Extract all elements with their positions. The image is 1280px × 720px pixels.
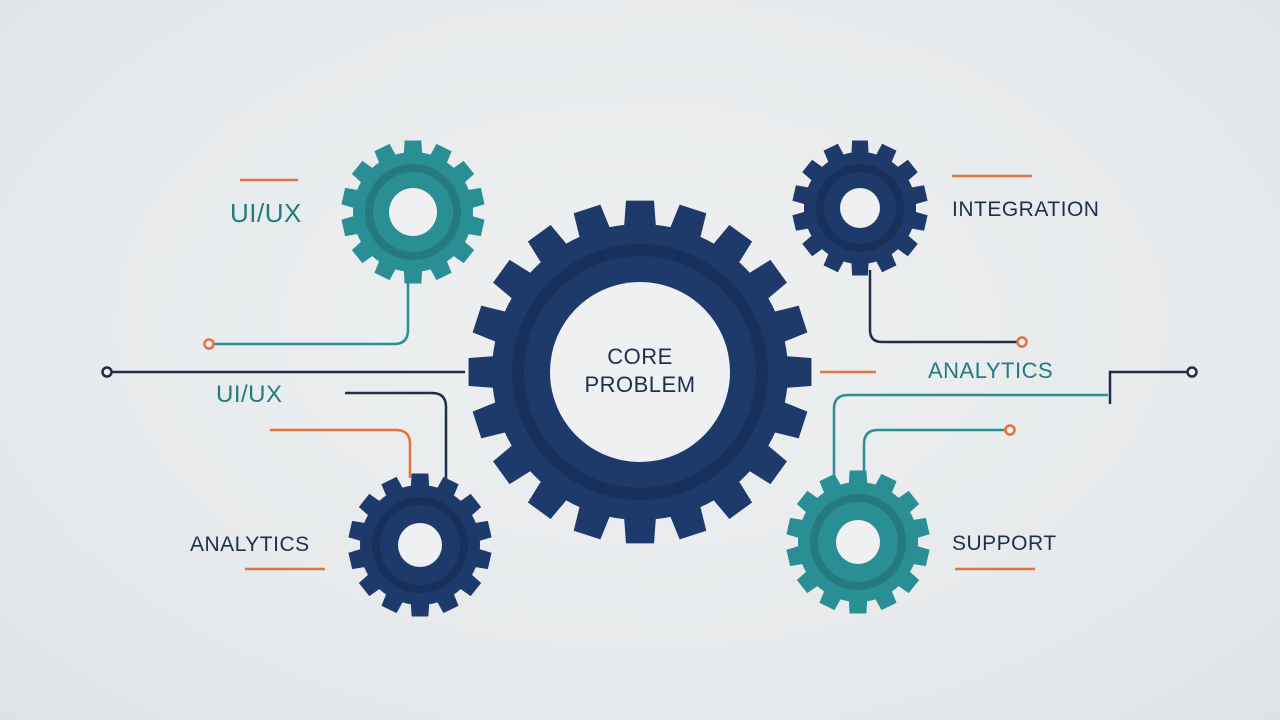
connector-orange-analytics: [270, 428, 412, 478]
gear-hole: [550, 282, 730, 462]
core-label-line1: CORE: [607, 344, 673, 369]
gear-icon: [341, 140, 485, 284]
connector-right-main: [1108, 370, 1188, 404]
gear-icon: [792, 140, 928, 276]
connectors: [101, 174, 1198, 571]
connector-analytics-support: [832, 393, 1108, 478]
label-support: SUPPORT: [952, 532, 1057, 555]
core-label-line2: PROBLEM: [584, 372, 695, 397]
gear-icon: [348, 473, 492, 617]
gear-hole: [389, 188, 437, 236]
connector-node-uiux: [203, 338, 215, 350]
label-analytics-left: ANALYTICS: [190, 533, 310, 556]
connector-node-integration: [1016, 336, 1028, 348]
connector-node-right-main: [1186, 366, 1198, 378]
label-integration: INTEGRATION: [952, 198, 1099, 221]
connector-node-support: [1004, 424, 1016, 436]
label-uiux-top: UI/UX: [230, 198, 302, 228]
connector-support-node: [862, 428, 1005, 478]
gear-icon: [468, 200, 812, 544]
gear-hole: [840, 188, 880, 228]
connector-uiux-gear: [214, 272, 410, 346]
connector-uiux-mid: [345, 391, 448, 490]
gear-hole: [398, 523, 442, 567]
gear-icon: [786, 470, 930, 614]
gear-hole: [836, 520, 880, 564]
connector-node-left-main: [101, 366, 113, 378]
label-uiux-mid: UI/UX: [216, 381, 283, 408]
connector-integration: [868, 270, 1017, 344]
label-analytics-right: ANALYTICS: [928, 358, 1053, 383]
